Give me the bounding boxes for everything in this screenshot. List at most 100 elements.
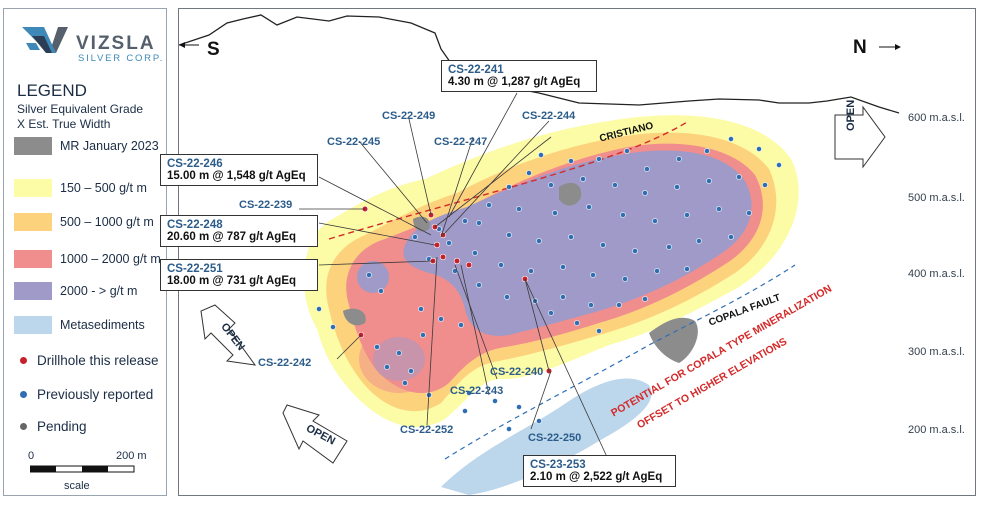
callout-leader-line (530, 370, 552, 430)
callout-cs-22-248: CS-22-248 20.60 m @ 787 g/t AgEq (160, 215, 318, 247)
drillhole-dot-previous (528, 268, 534, 274)
legend-marker-label: Pending (37, 419, 87, 434)
drillhole-dot-previous (548, 182, 554, 188)
callout-hole-id: CS-22-248 (167, 219, 223, 231)
drillhole-dot-previous (666, 244, 672, 250)
drillhole-dot-previous (506, 232, 512, 238)
drillhole-dot-previous (746, 210, 752, 216)
legend-item-label: MR January 2023 (60, 139, 159, 153)
hole-label-cs-22-249: CS-22-249 (382, 110, 436, 122)
drillhole-dot-previous (642, 190, 648, 196)
drillhole-dot-previous (706, 178, 712, 184)
drillhole-dot-previous (684, 266, 690, 272)
drillhole-dot-previous (476, 282, 482, 288)
metasediments-zone (441, 378, 652, 495)
drillhole-dot-previous (396, 350, 402, 356)
drillhole-dot-previous (728, 136, 734, 142)
callout-result: 20.60 m @ 787 g/t AgEq (167, 231, 297, 243)
drillhole-dot-previous (492, 398, 498, 404)
callout-result: 18.00 m @ 731 g/t AgEq (167, 275, 297, 287)
drillhole-dot-previous (560, 294, 566, 300)
callout-hole-id: CS-22-241 (448, 64, 504, 76)
legend-marker-this-release: Drillhole this release (20, 353, 159, 368)
legend-panel: VIZSLA SILVER CORP. LEGEND Silver Equiva… (3, 8, 167, 496)
drillhole-dot-previous (408, 368, 414, 374)
hole-label-cs-22-243: CS-22-243 (450, 385, 504, 397)
drillhole-dot-previous (580, 176, 586, 182)
drillhole-dot-this-release (465, 261, 473, 269)
legend-item-label: 500 – 1000 g/t m (60, 215, 154, 229)
hole-label-cs-22-252: CS-22-252 (400, 424, 454, 436)
drillhole-dot-previous (644, 166, 650, 172)
scale-start-label: 0 (28, 450, 35, 462)
elevation-label-300: 300 m.a.s.l. (908, 346, 965, 358)
drillhole-dot-previous (596, 156, 602, 162)
cristiano-structure-line (328, 120, 690, 240)
elevation-label-600: 600 m.a.s.l. (908, 112, 965, 124)
drillhole-dot-this-release (453, 257, 461, 265)
callout-leader-line (318, 260, 434, 266)
callout-result: 2.10 m @ 2,522 g/t AgEq (530, 471, 663, 483)
drillhole-dot-previous (316, 306, 322, 312)
legend-swatch (14, 179, 52, 197)
drillhole-dot-previous (536, 418, 542, 424)
drillhole-dot-previous (736, 174, 742, 180)
callout-leader-line (454, 264, 498, 380)
callout-cs-22-251: CS-22-251 18.00 m @ 731 g/t AgEq (160, 259, 318, 291)
drillhole-dot-previous (548, 310, 554, 316)
drillhole-dot-previous (374, 344, 380, 350)
drillhole-dot-previous (588, 302, 594, 308)
callout-leader-line (434, 136, 552, 228)
blue-dot-icon (20, 391, 27, 398)
legend-item-label: Metasediments (60, 318, 145, 332)
legend-title: LEGEND (17, 81, 87, 100)
grade-shell-2000-plus (357, 261, 389, 293)
callout-leader-line (440, 136, 474, 238)
legend-subtitle-grade: Silver Equivalent Grade (17, 102, 144, 116)
callout-leader-line (460, 264, 490, 396)
drillhole-dot-previous (552, 210, 558, 216)
mr-january-2023-body (649, 317, 698, 363)
vizsla-logo-icon (22, 27, 68, 53)
logo-name: VIZSLA (76, 33, 156, 54)
legend-marker-label: Previously reported (37, 387, 154, 402)
callout-leader-line (358, 140, 428, 224)
callout-leader-line (426, 256, 438, 426)
drillhole-dot-previous (632, 248, 638, 254)
south-label: S (207, 39, 220, 60)
elevation-label-400: 400 m.a.s.l. (908, 268, 965, 280)
drillhole-dot-previous (652, 218, 658, 224)
drillhole-dot-previous (676, 156, 682, 162)
drillhole-dot-previous (560, 264, 566, 270)
drillhole-dot-previous (516, 404, 522, 410)
callout-leader-line (524, 278, 608, 458)
legend-marker-previous: Previously reported (20, 387, 153, 402)
scale-end-label: 200 m (116, 450, 147, 462)
legend-swatch (14, 316, 52, 334)
drillhole-dot-previous (622, 276, 628, 282)
open-arrow-north (834, 105, 886, 169)
legend-swatch (14, 213, 52, 231)
legend-item-label: 150 – 500 g/t m (60, 181, 147, 195)
callout-hole-id: CS-23-253 (530, 459, 586, 471)
drillhole-dot-previous (504, 294, 510, 300)
elevation-label-200: 200 m.a.s.l. (908, 424, 965, 436)
drillhole-dot-previous (756, 146, 762, 152)
drillhole-dot-previous (330, 324, 336, 330)
drillhole-dot-previous (466, 390, 472, 396)
drillhole-dot-previous (590, 272, 596, 278)
copala-fault-line (444, 264, 796, 460)
drillhole-dot-previous (366, 272, 372, 278)
elevation-label-500: 500 m.a.s.l. (908, 192, 965, 204)
drillhole-dot-previous (498, 262, 504, 268)
callout-result: 4.30 m @ 1,287 g/t AgEq (448, 76, 581, 88)
drillhole-dot-previous (716, 206, 722, 212)
drillhole-dot-previous (696, 238, 702, 244)
drillhole-dot-previous (762, 182, 768, 188)
hole-label-cs-22-242: CS-22-242 (258, 357, 312, 369)
callout-leader-lines (299, 92, 608, 458)
drillhole-dot-previous (506, 184, 512, 190)
legend-item-500-1000: 500 – 1000 g/t m (14, 212, 154, 232)
section-map-drawing (179, 14, 901, 495)
drillhole-dot-previous (384, 364, 390, 370)
